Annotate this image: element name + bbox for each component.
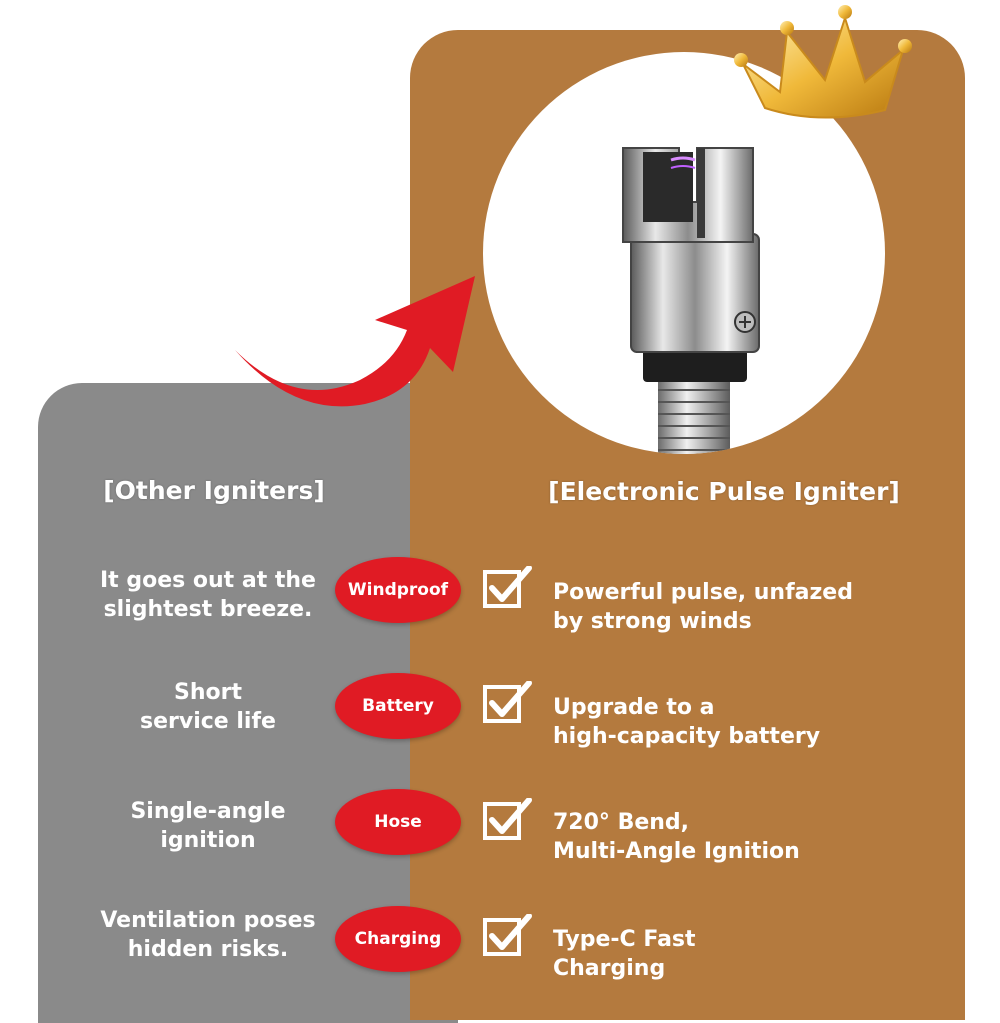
- pro-line: Charging: [553, 956, 666, 981]
- product-image: [483, 52, 885, 454]
- checkbox-checked-icon: [483, 681, 532, 723]
- checkbox-checked-icon: [483, 566, 532, 608]
- con-line: Short: [174, 680, 242, 705]
- feature-badge: Windproof: [335, 557, 461, 623]
- con-text: Ventilation poses hidden risks.: [60, 906, 356, 964]
- pro-line: high-capacity battery: [553, 724, 821, 749]
- crown-icon: [734, 5, 912, 119]
- con-line: ignition: [160, 828, 256, 853]
- pro-text: Upgrade to a high-capacity battery: [553, 693, 953, 751]
- pro-line: by strong winds: [553, 609, 752, 634]
- pro-text: 720° Bend, Multi-Angle Ignition: [553, 808, 953, 866]
- con-line: slightest breeze.: [103, 597, 313, 622]
- con-text: Short service life: [60, 678, 356, 736]
- con-line: Ventilation poses: [100, 908, 316, 933]
- right-column-title: [Electronic Pulse Igniter]: [548, 477, 900, 506]
- con-text: Single-angle ignition: [60, 797, 356, 855]
- pro-line: Multi-Angle Ignition: [553, 839, 800, 864]
- pro-text: Powerful pulse, unfazed by strong winds: [553, 578, 953, 636]
- pro-text: Type-C Fast Charging: [553, 925, 953, 983]
- pro-line: 720° Bend,: [553, 810, 690, 835]
- pro-line: Upgrade to a: [553, 695, 715, 720]
- con-text: It goes out at the slightest breeze.: [60, 566, 356, 624]
- con-line: Single-angle: [130, 799, 286, 824]
- con-line: hidden risks.: [127, 937, 289, 962]
- con-line: service life: [140, 709, 276, 734]
- feature-badge: Charging: [335, 906, 461, 972]
- curved-arrow-icon: [235, 276, 475, 407]
- feature-badge: Hose: [335, 789, 461, 855]
- pro-line: Type-C Fast: [553, 927, 696, 952]
- con-line: It goes out at the: [100, 568, 316, 593]
- checkbox-checked-icon: [483, 798, 532, 840]
- checkbox-checked-icon: [483, 914, 532, 956]
- pro-line: Powerful pulse, unfazed: [553, 580, 853, 605]
- feature-badge: Battery: [335, 673, 461, 739]
- left-column-title: [Other Igniters]: [103, 476, 325, 505]
- igniter-head-icon: [622, 147, 760, 454]
